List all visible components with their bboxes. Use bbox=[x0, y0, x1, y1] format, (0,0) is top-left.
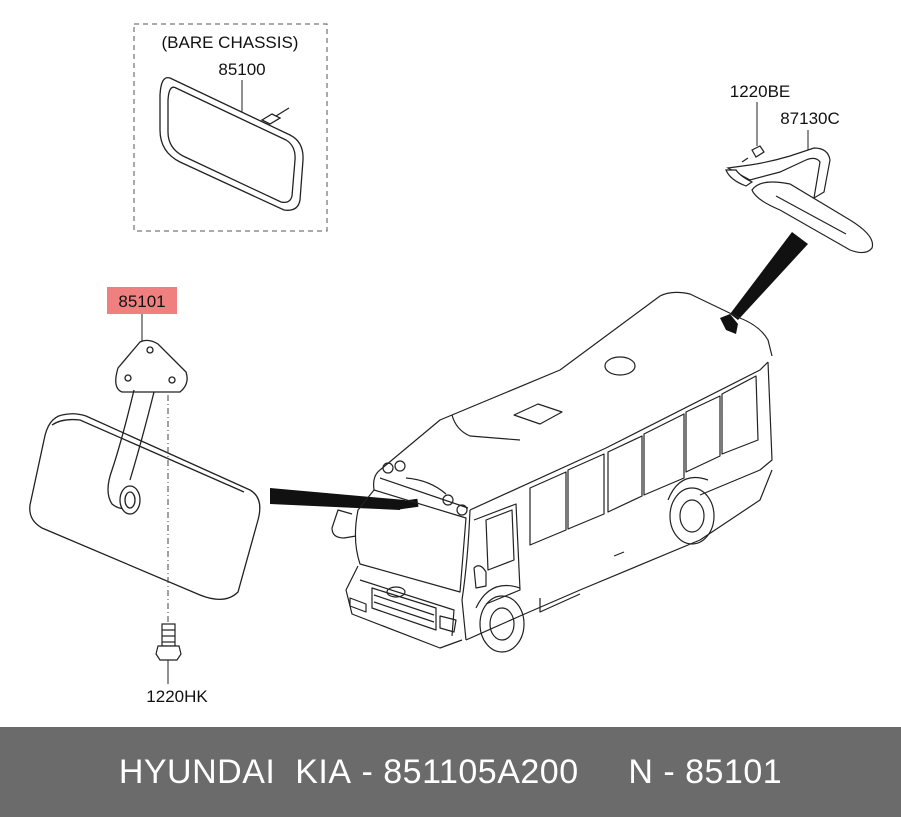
footer-gap bbox=[579, 753, 629, 792]
parts-diagram: (BARE CHASSIS) 85100 85101 1220HK 1220BE bbox=[29, 23, 874, 706]
part-label-85100: 85100 bbox=[218, 60, 265, 79]
mirror-85100-drawing bbox=[159, 76, 304, 211]
part-label-85101: 85101 bbox=[118, 292, 165, 311]
part-87130c-drawing bbox=[725, 145, 874, 254]
bus-drawing bbox=[331, 291, 773, 653]
callout-wedge-windshield bbox=[270, 488, 405, 510]
footer-sep: - bbox=[351, 752, 384, 791]
part-label-87130c: 87130C bbox=[780, 109, 840, 128]
part-highlight-85101 bbox=[107, 287, 177, 314]
windshield-mirror-marker bbox=[399, 498, 419, 510]
footer-brand: HYUNDAI KIA bbox=[118, 752, 352, 791]
part-label-1220hk: 1220HK bbox=[146, 687, 208, 706]
footer-ref: N - 85101 bbox=[628, 752, 783, 791]
callout-wedge-roof bbox=[730, 232, 808, 320]
footer-part-number: 851105A200 bbox=[383, 752, 579, 791]
bare-chassis-box bbox=[133, 23, 328, 232]
roof-part-marker bbox=[720, 314, 738, 334]
footer-bar: HYUNDAI KIA - 851105A200 N - 85101 bbox=[0, 727, 901, 817]
bare-chassis-label: (BARE CHASSIS) bbox=[162, 33, 299, 52]
bolt-1220hk-drawing bbox=[155, 623, 182, 661]
mirror-85101-drawing bbox=[29, 339, 261, 600]
part-label-1220be: 1220BE bbox=[730, 82, 791, 101]
